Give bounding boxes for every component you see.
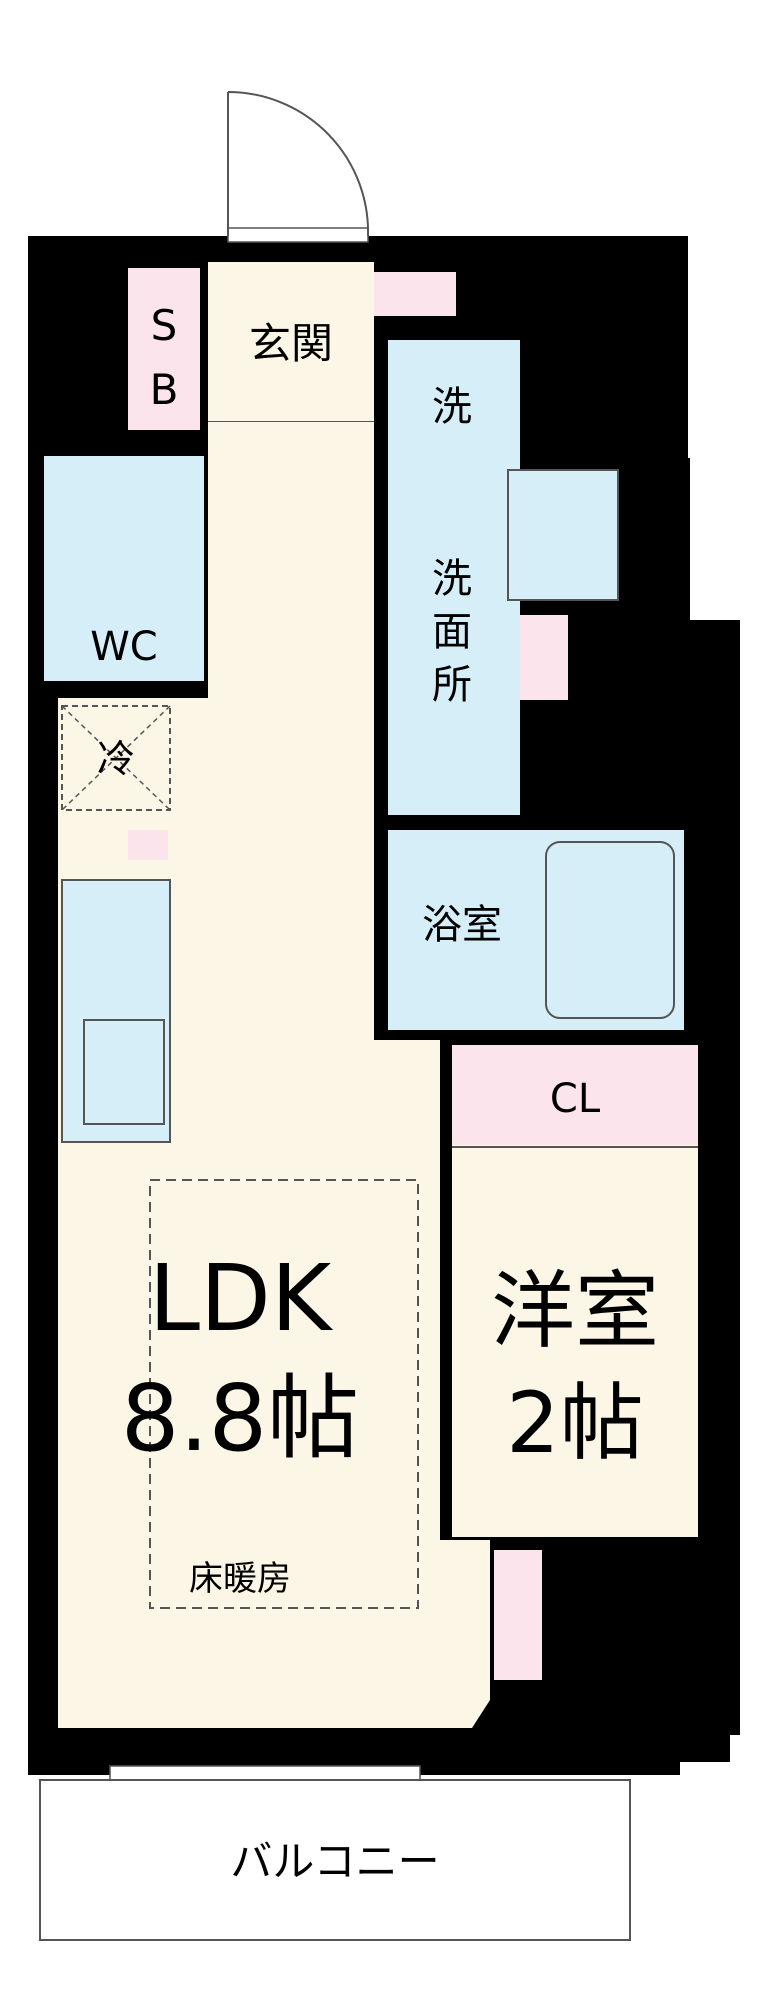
floor-heating-label: 床暖房: [189, 1559, 291, 1599]
ldk-size: 8.8帖: [121, 1365, 359, 1472]
western-size: 2帖: [506, 1374, 643, 1472]
balcony-window: [109, 1765, 421, 1781]
sb-label-b: B: [150, 365, 179, 414]
washroom-floor: [388, 340, 520, 815]
kitchen-counter: [61, 879, 171, 1143]
ldk-name: LDK: [149, 1245, 334, 1352]
pink-pillar-bottom: [494, 1550, 542, 1680]
kitchen-sink: [83, 1019, 165, 1125]
closet-label: CL: [550, 1076, 601, 1122]
hallway-floor: [208, 422, 374, 698]
bath-label: 浴室: [422, 902, 502, 948]
pink-pillar-top: [374, 272, 456, 316]
entrance-door-swing: [227, 91, 370, 237]
balcony-label: バルコニー: [230, 1837, 439, 1886]
fridge-label: 冷: [97, 737, 135, 781]
bathtub: [545, 841, 675, 1019]
washer-label: 洗: [432, 384, 472, 430]
pink-pillar-mid: [520, 615, 568, 700]
sb-label-s: S: [151, 301, 178, 350]
wc-label: WC: [90, 624, 157, 670]
sb-storage: [128, 268, 200, 430]
genkan-floor: [208, 262, 374, 422]
washroom-label-3: 所: [432, 662, 472, 708]
floor-heating-area: [149, 1179, 419, 1609]
wc-room: [44, 456, 204, 681]
genkan-label: 玄関: [249, 319, 333, 368]
pink-small: [128, 830, 168, 860]
fridge-cross-b: [61, 705, 171, 811]
entrance-door-gap: [227, 227, 369, 243]
closet: [452, 1045, 698, 1145]
balcony: [39, 1779, 631, 1941]
bath-floor: [388, 830, 684, 1030]
western-floor: [452, 1145, 698, 1537]
washroom-label-2: 面: [432, 609, 472, 655]
washbasin-counter: [507, 469, 619, 601]
washroom-label-1: 洗: [432, 556, 472, 602]
western-name: 洋室: [491, 1262, 659, 1360]
